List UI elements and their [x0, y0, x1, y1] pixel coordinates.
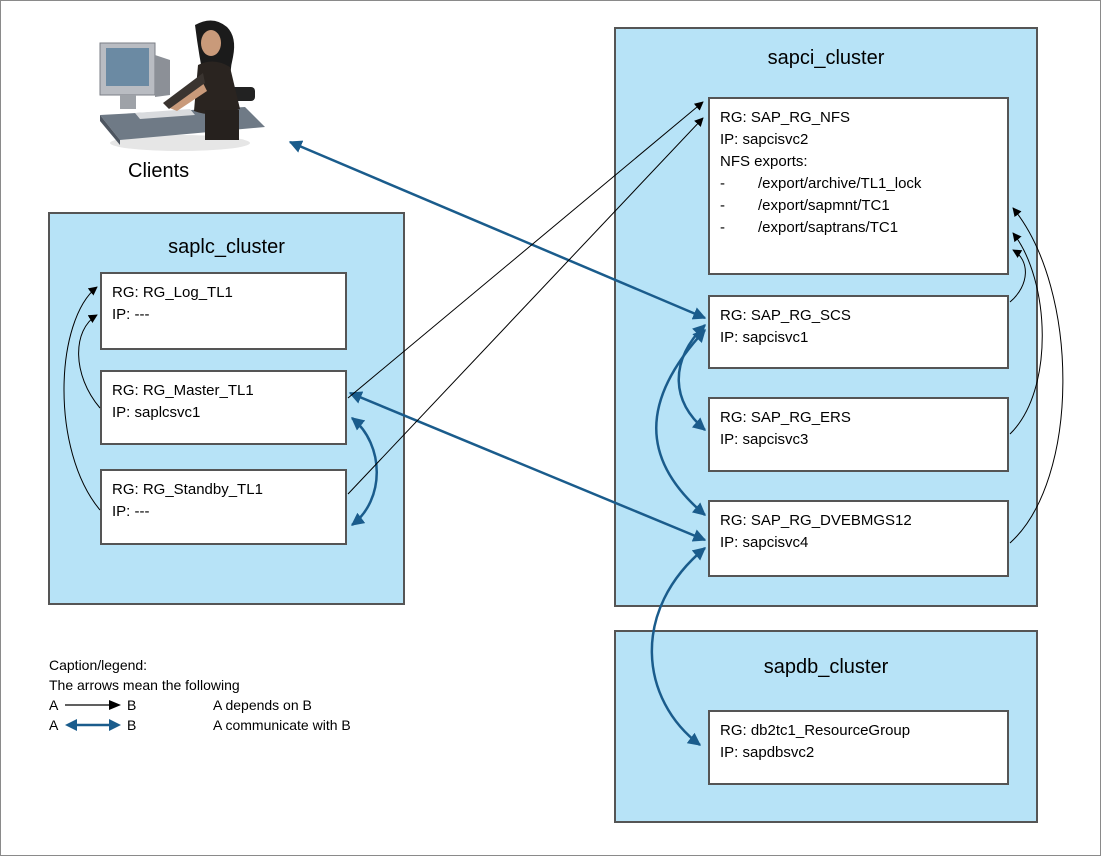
saplc-cluster-title: saplc_cluster	[168, 236, 285, 258]
nfs-export-item: - /export/saptrans/TC1	[720, 217, 1007, 239]
list-dash: -	[720, 219, 725, 236]
nfs-export-path: /export/sapmnt/TC1	[758, 197, 890, 214]
sapdb-cluster-title: sapdb_cluster	[763, 656, 889, 678]
list-dash: -	[720, 197, 725, 214]
rg-standby-tl1-box: RG: RG_Standby_TL1 IP: ---	[100, 469, 347, 545]
sap-rg-scs-name: RG: SAP_RG_SCS	[720, 307, 851, 324]
legend-depends-b: B	[127, 697, 137, 713]
sap-rg-ers-name: RG: SAP_RG_ERS	[720, 409, 851, 426]
legend-communicates-row: A B A communicate with B	[49, 715, 351, 735]
person-at-computer-icon	[99, 20, 265, 151]
depends-arrow-icon	[65, 700, 121, 710]
legend-depends-row: A B A depends on B	[49, 695, 312, 715]
legend-intro: The arrows mean the following	[49, 677, 240, 693]
rg-master-tl1-name: RG: RG_Master_TL1	[112, 382, 254, 399]
nfs-export-path: /export/saptrans/TC1	[758, 219, 899, 236]
nfs-export-item: - /export/sapmnt/TC1	[720, 195, 1007, 217]
sap-rg-nfs-box: RG: SAP_RG_NFS IP: sapcisvc2 NFS exports…	[708, 97, 1009, 275]
sap-rg-dvebmgs12-ip: IP: sapcisvc4	[720, 534, 809, 551]
nfs-export-path: /export/archive/TL1_lock	[758, 175, 922, 192]
nfs-exports-label: NFS exports:	[720, 153, 808, 170]
db2tc1-resourcegroup-box: RG: db2tc1_ResourceGroup IP: sapdbsvc2	[708, 710, 1009, 785]
sap-rg-nfs-ip: IP: sapcisvc2	[720, 131, 809, 148]
list-dash: -	[720, 175, 725, 192]
sap-rg-scs-box: RG: SAP_RG_SCS IP: sapcisvc1	[708, 295, 1009, 369]
rg-master-tl1-ip: IP: saplcsvc1	[112, 404, 201, 421]
db2tc1-resourcegroup-name: RG: db2tc1_ResourceGroup	[720, 722, 911, 739]
legend-communicates-a: A	[49, 717, 59, 733]
legend-communicates-b: B	[127, 717, 137, 733]
sap-rg-scs-ip: IP: sapcisvc1	[720, 329, 809, 346]
legend-depends-a: A	[49, 697, 59, 713]
rg-standby-tl1-ip: IP: ---	[112, 503, 150, 520]
legend-caption: Caption/legend:	[49, 657, 148, 673]
legend-communicates-text: A communicate with B	[213, 717, 351, 733]
rg-log-tl1-box: RG: RG_Log_TL1 IP: ---	[100, 272, 347, 350]
sap-rg-dvebmgs12-box: RG: SAP_RG_DVEBMGS12 IP: sapcisvc4	[708, 500, 1009, 577]
communicates-arrow-icon	[65, 719, 121, 731]
sap-rg-dvebmgs12-name: RG: SAP_RG_DVEBMGS12	[720, 512, 912, 529]
clients-label: Clients	[128, 160, 190, 182]
db2tc1-resourcegroup-ip: IP: sapdbsvc2	[720, 744, 815, 761]
legend: Caption/legend: The arrows mean the foll…	[49, 655, 351, 735]
sap-rg-nfs-name: RG: SAP_RG_NFS	[720, 109, 851, 126]
rg-standby-tl1-name: RG: RG_Standby_TL1	[112, 481, 263, 498]
rg-master-tl1-box: RG: RG_Master_TL1 IP: saplcsvc1	[100, 370, 347, 445]
sapci-cluster-title: sapci_cluster	[767, 47, 885, 69]
nfs-export-item: - /export/archive/TL1_lock	[720, 173, 1007, 195]
rg-log-tl1-name: RG: RG_Log_TL1	[112, 284, 233, 301]
sap-rg-ers-ip: IP: sapcisvc3	[720, 431, 809, 448]
rg-log-tl1-ip: IP: ---	[112, 306, 150, 323]
sap-rg-ers-box: RG: SAP_RG_ERS IP: sapcisvc3	[708, 397, 1009, 472]
legend-depends-text: A depends on B	[213, 697, 312, 713]
